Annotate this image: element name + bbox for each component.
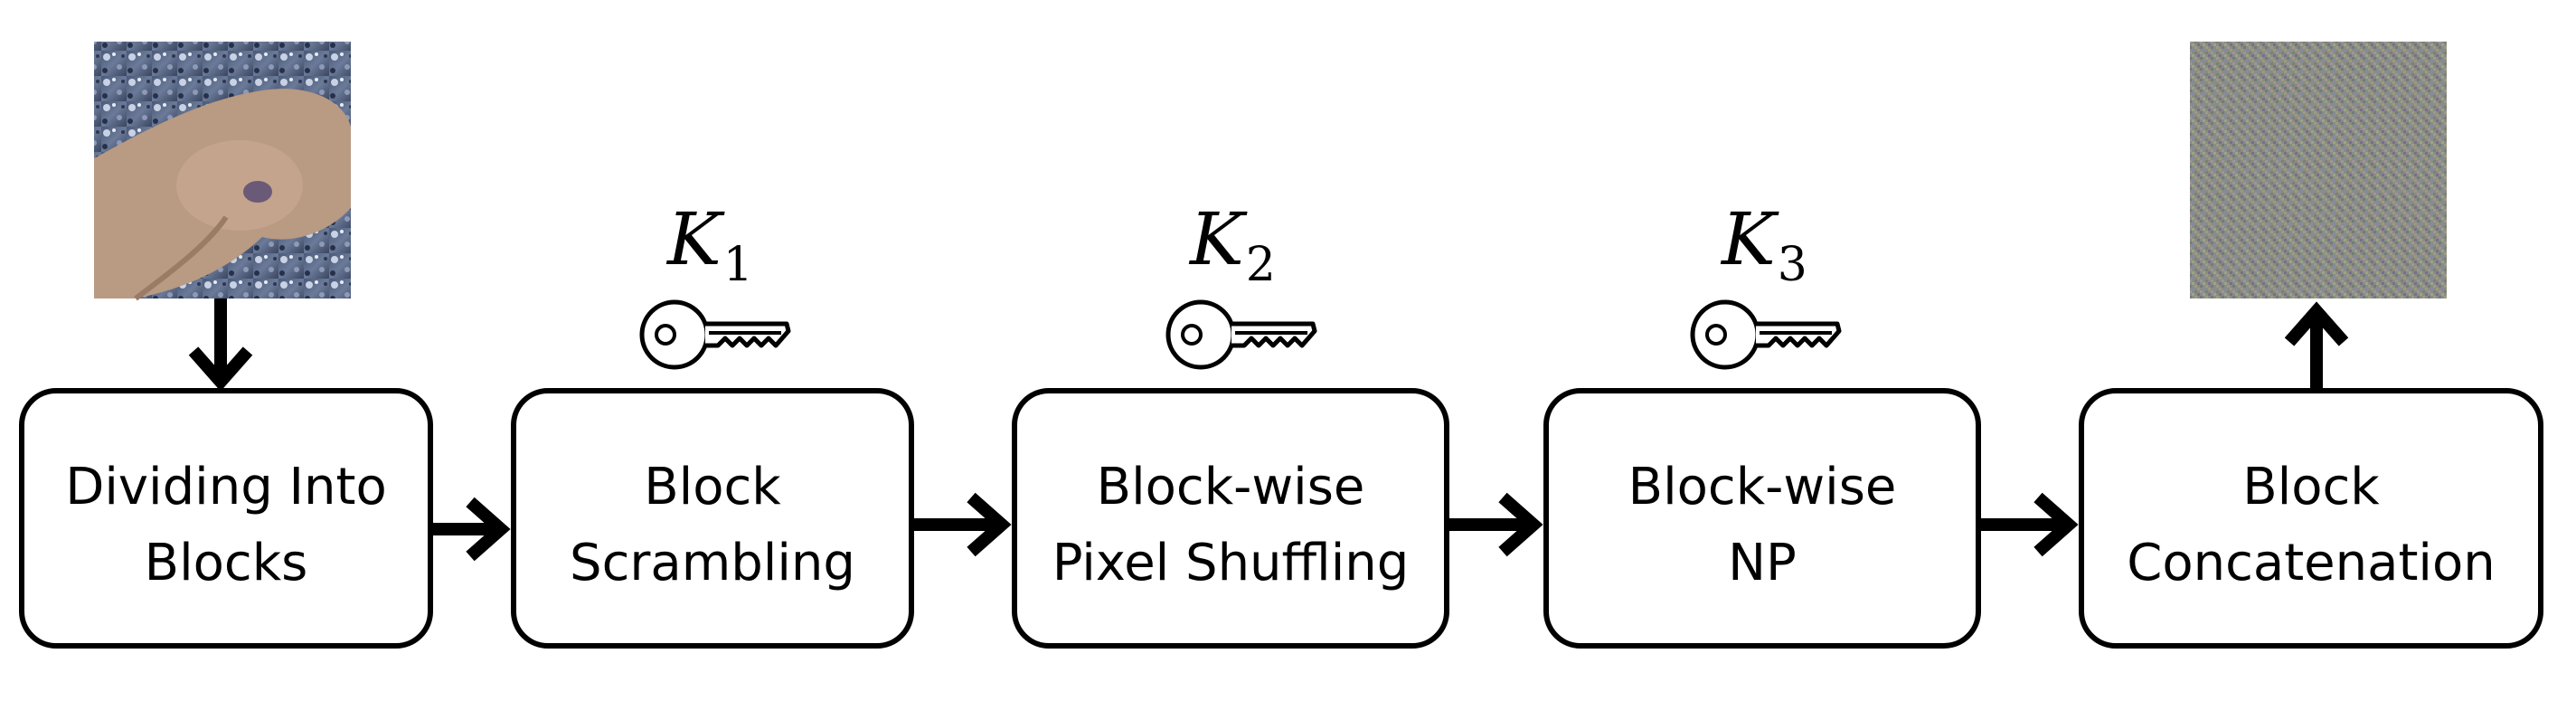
key-2-label: K2 (1188, 197, 1276, 292)
step-shuffle-line1: Block-wise (1097, 458, 1365, 516)
arrow-concat-to-output (2284, 301, 2349, 391)
arrow-np-to-concat (1978, 492, 2079, 557)
output-image (2190, 42, 2447, 298)
noise-image-icon (2190, 42, 2447, 298)
key-3-label: K3 (1720, 197, 1807, 292)
step-divide-line1: Dividing Into (65, 458, 387, 516)
key-1: K1 (642, 197, 788, 367)
step-scramble-line1: Block (644, 458, 781, 516)
step-np-line1: Block-wise (1628, 458, 1897, 516)
step-shuffle-line2: Pixel Shuffling (1052, 534, 1410, 592)
input-image (94, 42, 351, 301)
arrow-input-to-divide (188, 298, 253, 392)
step-concat-line2: Concatenation (2127, 534, 2495, 592)
step-box-concat: Block Concatenation (2079, 388, 2543, 649)
arrow-scramble-to-shuffle (911, 492, 1012, 557)
key-3-icon (1693, 302, 1839, 367)
step-box-scramble: Block Scrambling (511, 388, 914, 649)
step-np-line2: NP (1728, 534, 1797, 592)
arrow-shuffle-to-np (1447, 492, 1543, 557)
key-2-icon (1168, 302, 1315, 367)
step-divide-line2: Blocks (145, 534, 308, 592)
step-scramble-line2: Scrambling (570, 534, 855, 592)
step-box-np: Block-wise NP (1543, 388, 1981, 649)
step-box-divide: Dividing Into Blocks (19, 388, 433, 649)
key-1-label: K1 (665, 197, 753, 292)
arrow-divide-to-scramble (430, 497, 511, 562)
key-2: K2 (1168, 197, 1315, 367)
step-box-shuffle: Block-wise Pixel Shuffling (1012, 388, 1449, 649)
key-3: K3 (1693, 197, 1839, 367)
key-1-icon (642, 302, 788, 367)
step-concat-line1: Block (2242, 458, 2380, 516)
